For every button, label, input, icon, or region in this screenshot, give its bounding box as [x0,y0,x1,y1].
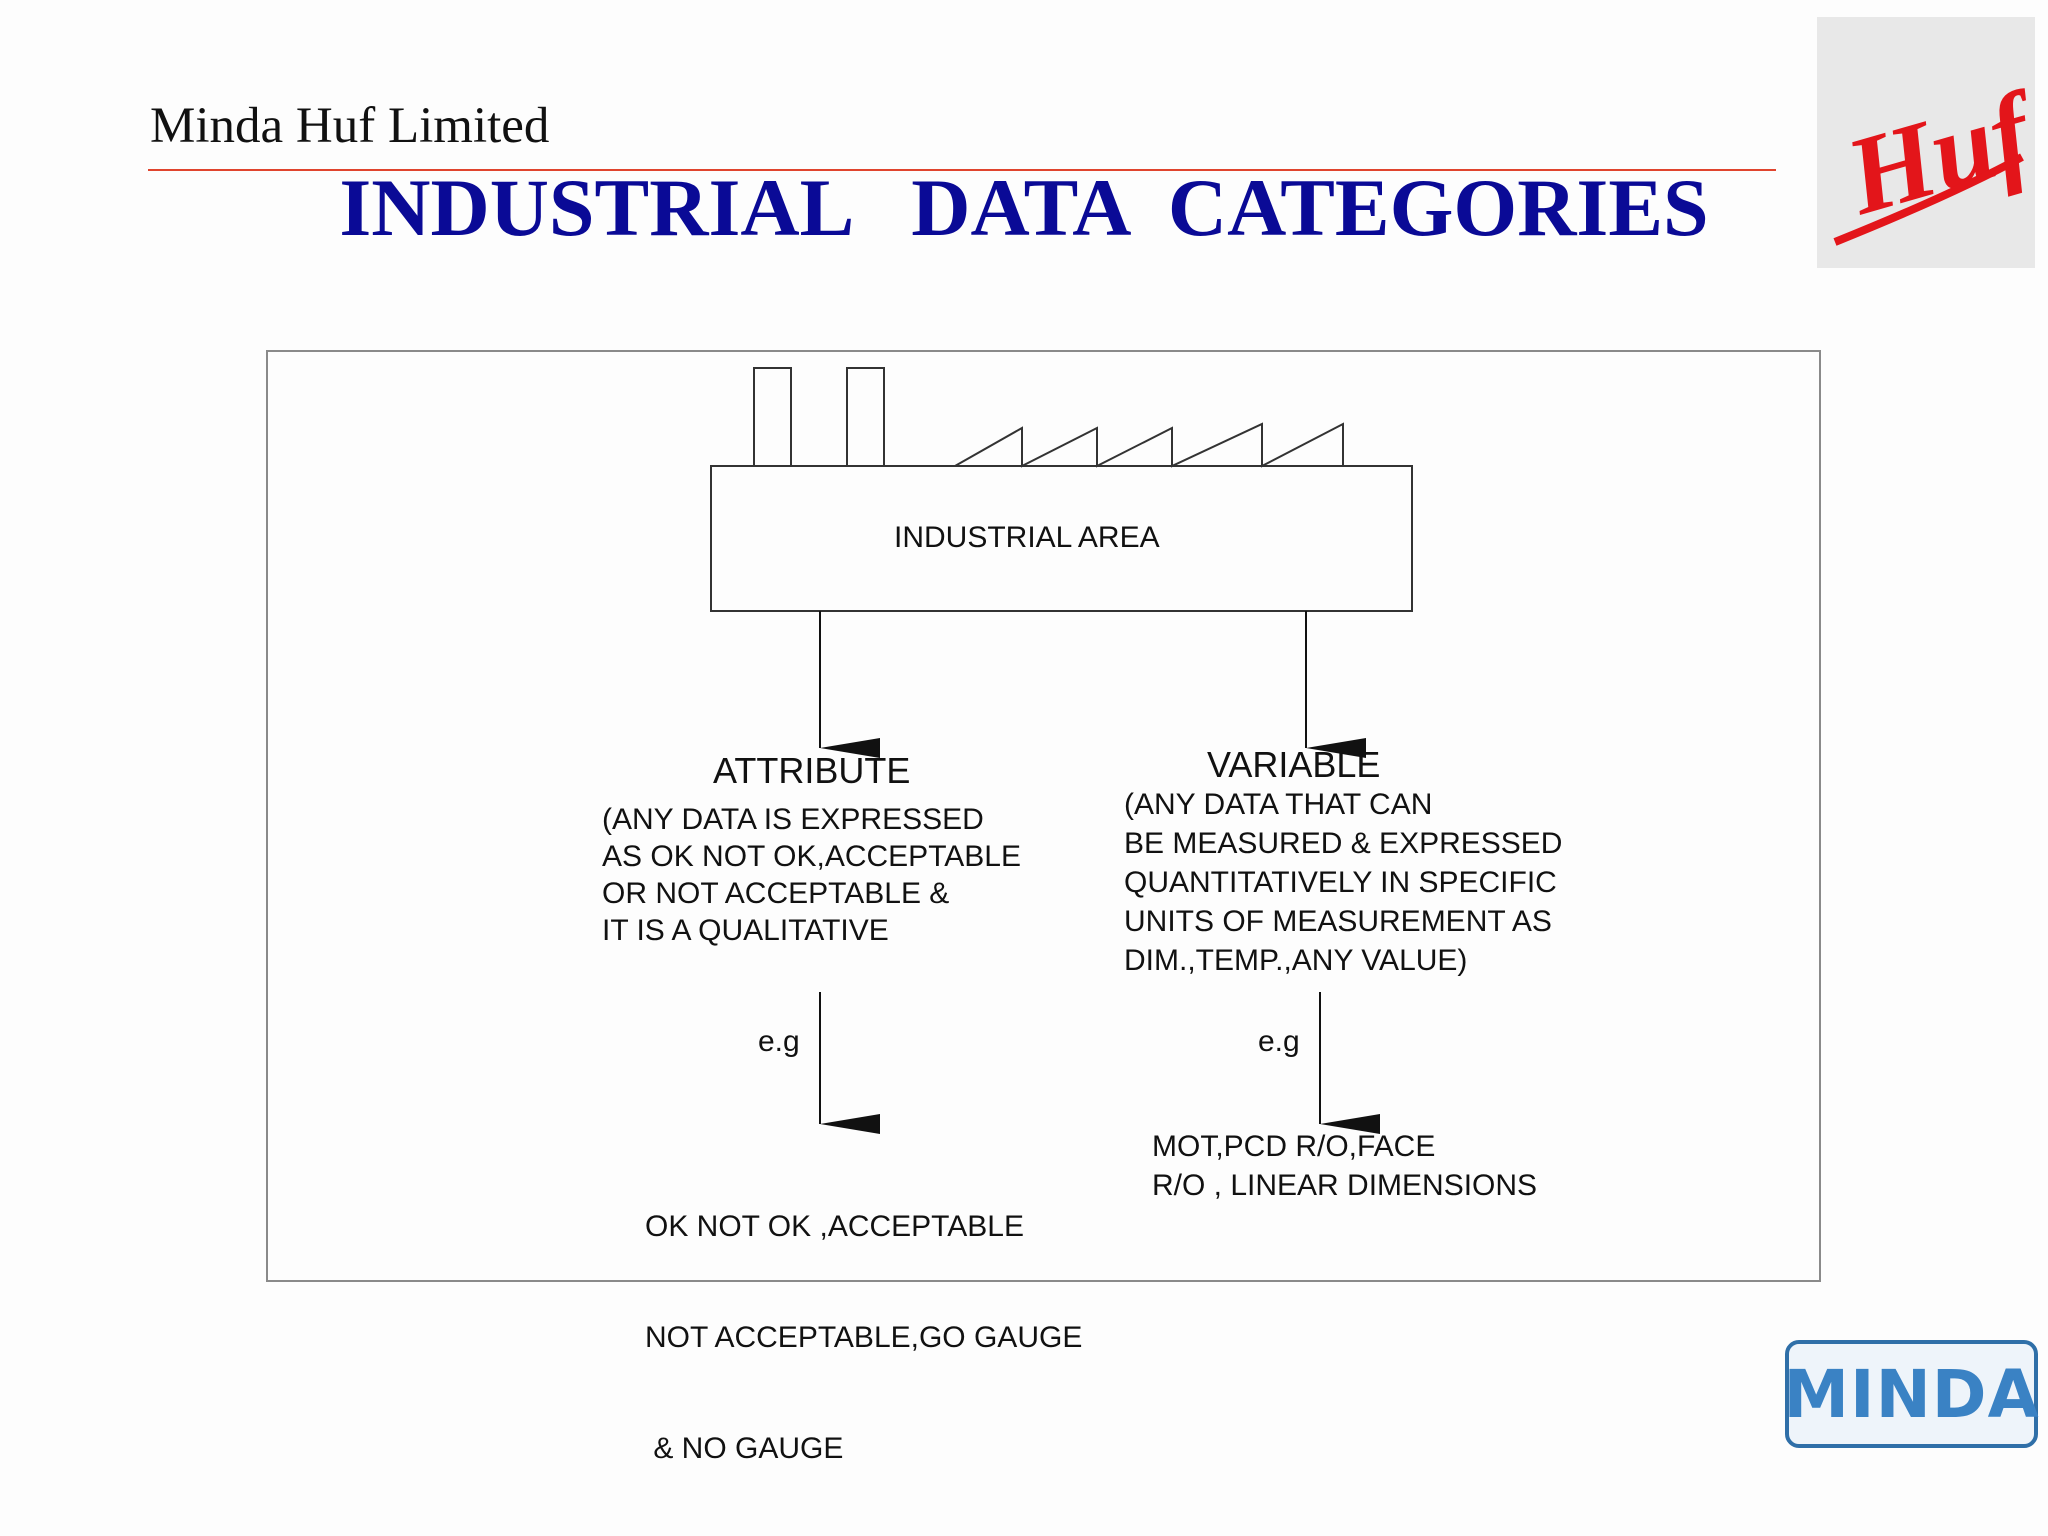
huf-logo: Huf [1817,17,2048,268]
attribute-example-line: OK NOT OK ,ACCEPTABLE [645,1210,1024,1243]
variable-label: VARIABLE [1207,744,1381,785]
header-divider [148,169,1776,171]
industrial-area-box [710,465,1413,612]
huf-logo-swoosh [1833,153,2024,246]
attribute-description-line: AS OK NOT OK,ACCEPTABLE [602,840,1022,873]
attribute-description: (ANY DATA IS EXPRESSED AS OK NOT OK,ACCE… [602,801,1021,949]
variable-example-line: MOT,PCD R/O,FACE [1152,1130,1436,1163]
industrial-area-label: INDUSTRIAL AREA [894,521,1160,554]
attribute-example-line: NOT ACCEPTABLE,GO GAUGE [645,1321,1083,1354]
variable-description-line: DIM.,TEMP.,ANY VALUE) [1124,944,1468,977]
factory-chimney [753,367,792,467]
attribute-label: ATTRIBUTE [713,750,911,791]
variable-description-line: UNITS OF MEASUREMENT AS [1124,905,1552,938]
company-name: Minda Huf Limited [150,98,550,154]
variable-description-line: QUANTITATIVELY IN SPECIFIC [1124,866,1557,899]
huf-logo-mark: Huf [1833,67,2048,246]
attribute-description-line: IT IS A QUALITATIVE [602,914,889,947]
variable-description-line: (ANY DATA THAT CAN [1124,788,1433,821]
page-title: INDUSTRIAL DATA CATEGORIES [339,162,1709,253]
variable-examples: MOT,PCD R/O,FACE R/O , LINEAR DIMENSIONS [1152,1127,1537,1205]
attribute-example-line: & NO GAUGE [645,1432,844,1465]
factory-chimney [846,367,885,467]
attribute-eg-label: e.g [758,1025,800,1058]
variable-example-line: R/O , LINEAR DIMENSIONS [1152,1169,1538,1202]
diagram-frame [266,350,1821,1282]
variable-description-line: BE MEASURED & EXPRESSED [1124,827,1563,860]
attribute-examples: OK NOT OK ,ACCEPTABLE NOT ACCEPTABLE,GO … [645,1134,1082,1504]
attribute-description-line: OR NOT ACCEPTABLE & [602,877,950,910]
minda-logo: MINDA [1783,1340,2040,1448]
minda-logo-text: MINDA [1783,1355,2040,1433]
attribute-description-line: (ANY DATA IS EXPRESSED [602,803,984,836]
variable-eg-label: e.g [1258,1025,1300,1058]
factory-roof [884,422,1412,468]
variable-description: (ANY DATA THAT CAN BE MEASURED & EXPRESS… [1124,785,1562,980]
